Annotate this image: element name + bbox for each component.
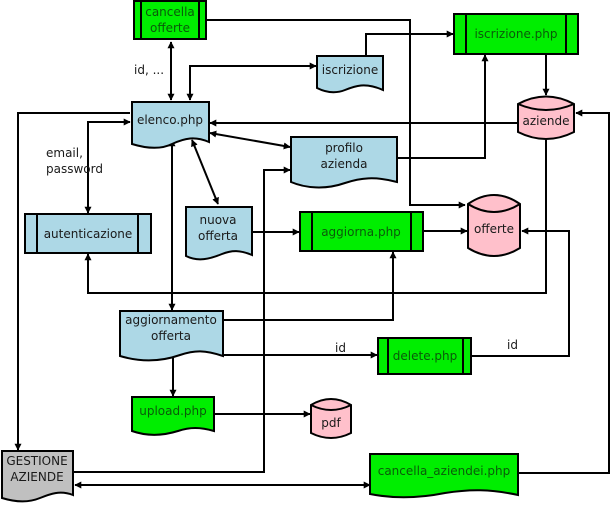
edge-labels: id, ... email, password id id — [46, 63, 518, 355]
edge-elenco-gestione — [14, 112, 130, 451]
node-aggiorna-php[interactable]: aggiorna.php — [299, 211, 424, 252]
node-label: offerte — [474, 222, 514, 236]
node-label: aggiornamento — [125, 313, 217, 327]
node-iscrizione-php[interactable]: iscrizione.php — [453, 13, 579, 55]
node-label: offerte — [150, 21, 190, 35]
node-label: nuova — [199, 213, 236, 227]
node-label: azienda — [321, 157, 368, 171]
edge-label-email: email, — [46, 146, 83, 160]
node-label: aziende — [523, 114, 570, 128]
edge-label-id-dots: id, ... — [134, 63, 164, 77]
node-label: elenco.php — [137, 113, 203, 127]
node-gestione-aziende[interactable]: GESTIONE AZIENDE — [1, 450, 74, 503]
node-aziende[interactable]: aziende — [517, 95, 575, 140]
node-iscrizione[interactable]: iscrizione — [316, 55, 384, 94]
edge-gestione-profilo — [73, 166, 291, 473]
edge-cancellaaziende-aziende — [518, 109, 610, 474]
node-delete-php[interactable]: delete.php — [377, 337, 472, 375]
node-label: AZIENDE — [10, 470, 63, 484]
node-pdf[interactable]: pdf — [310, 398, 352, 439]
node-offerte[interactable]: offerte — [467, 194, 521, 257]
node-label: cancella — [145, 5, 195, 19]
node-nuova-offerta[interactable]: nuova offerta — [185, 206, 253, 261]
edge-label-password: password — [46, 162, 103, 176]
edges — [14, 19, 610, 489]
node-label: pdf — [321, 416, 341, 430]
node-label: GESTIONE — [6, 454, 67, 468]
node-label: offerta — [151, 329, 191, 343]
edge-iscrizione-iscrizionephp — [365, 30, 454, 56]
edge-profilo-iscrizionephp — [398, 54, 489, 159]
node-label: iscrizione — [322, 63, 378, 77]
node-label: aggiorna.php — [321, 225, 401, 239]
node-autenticazione[interactable]: autenticazione — [24, 213, 152, 254]
node-label: delete.php — [393, 349, 457, 363]
node-cancella-aziendei-php[interactable]: cancella_aziendei.php — [369, 453, 519, 499]
node-label: cancella_aziendei.php — [378, 464, 511, 478]
node-profilo-azienda[interactable]: profilo azienda — [290, 136, 398, 189]
node-elenco-php[interactable]: elenco.php — [131, 101, 210, 149]
node-label: autenticazione — [44, 227, 133, 241]
edge-elenco-iscrizione — [186, 62, 317, 101]
edge-aggiornamento-aggiorna — [223, 251, 397, 321]
node-aggiornamento-offerta[interactable]: aggiornamento offerta — [119, 310, 224, 362]
node-label: iscrizione.php — [474, 27, 557, 41]
node-upload-php[interactable]: upload.php — [131, 396, 215, 436]
edge-delete-offerte — [472, 227, 570, 357]
edge-label-id-from-delete: id — [507, 338, 518, 352]
edge-aziende-autenticazione — [84, 140, 547, 294]
edge-cancella-offerte — [207, 19, 466, 209]
edge-elenco-autenticazione — [84, 118, 131, 214]
edge-label-id-to-delete: id — [335, 341, 346, 355]
edge-elenco-profilo — [209, 130, 291, 150]
node-label: profilo — [325, 141, 363, 155]
node-cancella-offerte[interactable]: cancella offerte — [133, 0, 207, 40]
node-label: upload.php — [139, 404, 207, 418]
node-label: offerta — [198, 229, 238, 243]
edge-elenco-nuovaofferta — [191, 139, 219, 205]
